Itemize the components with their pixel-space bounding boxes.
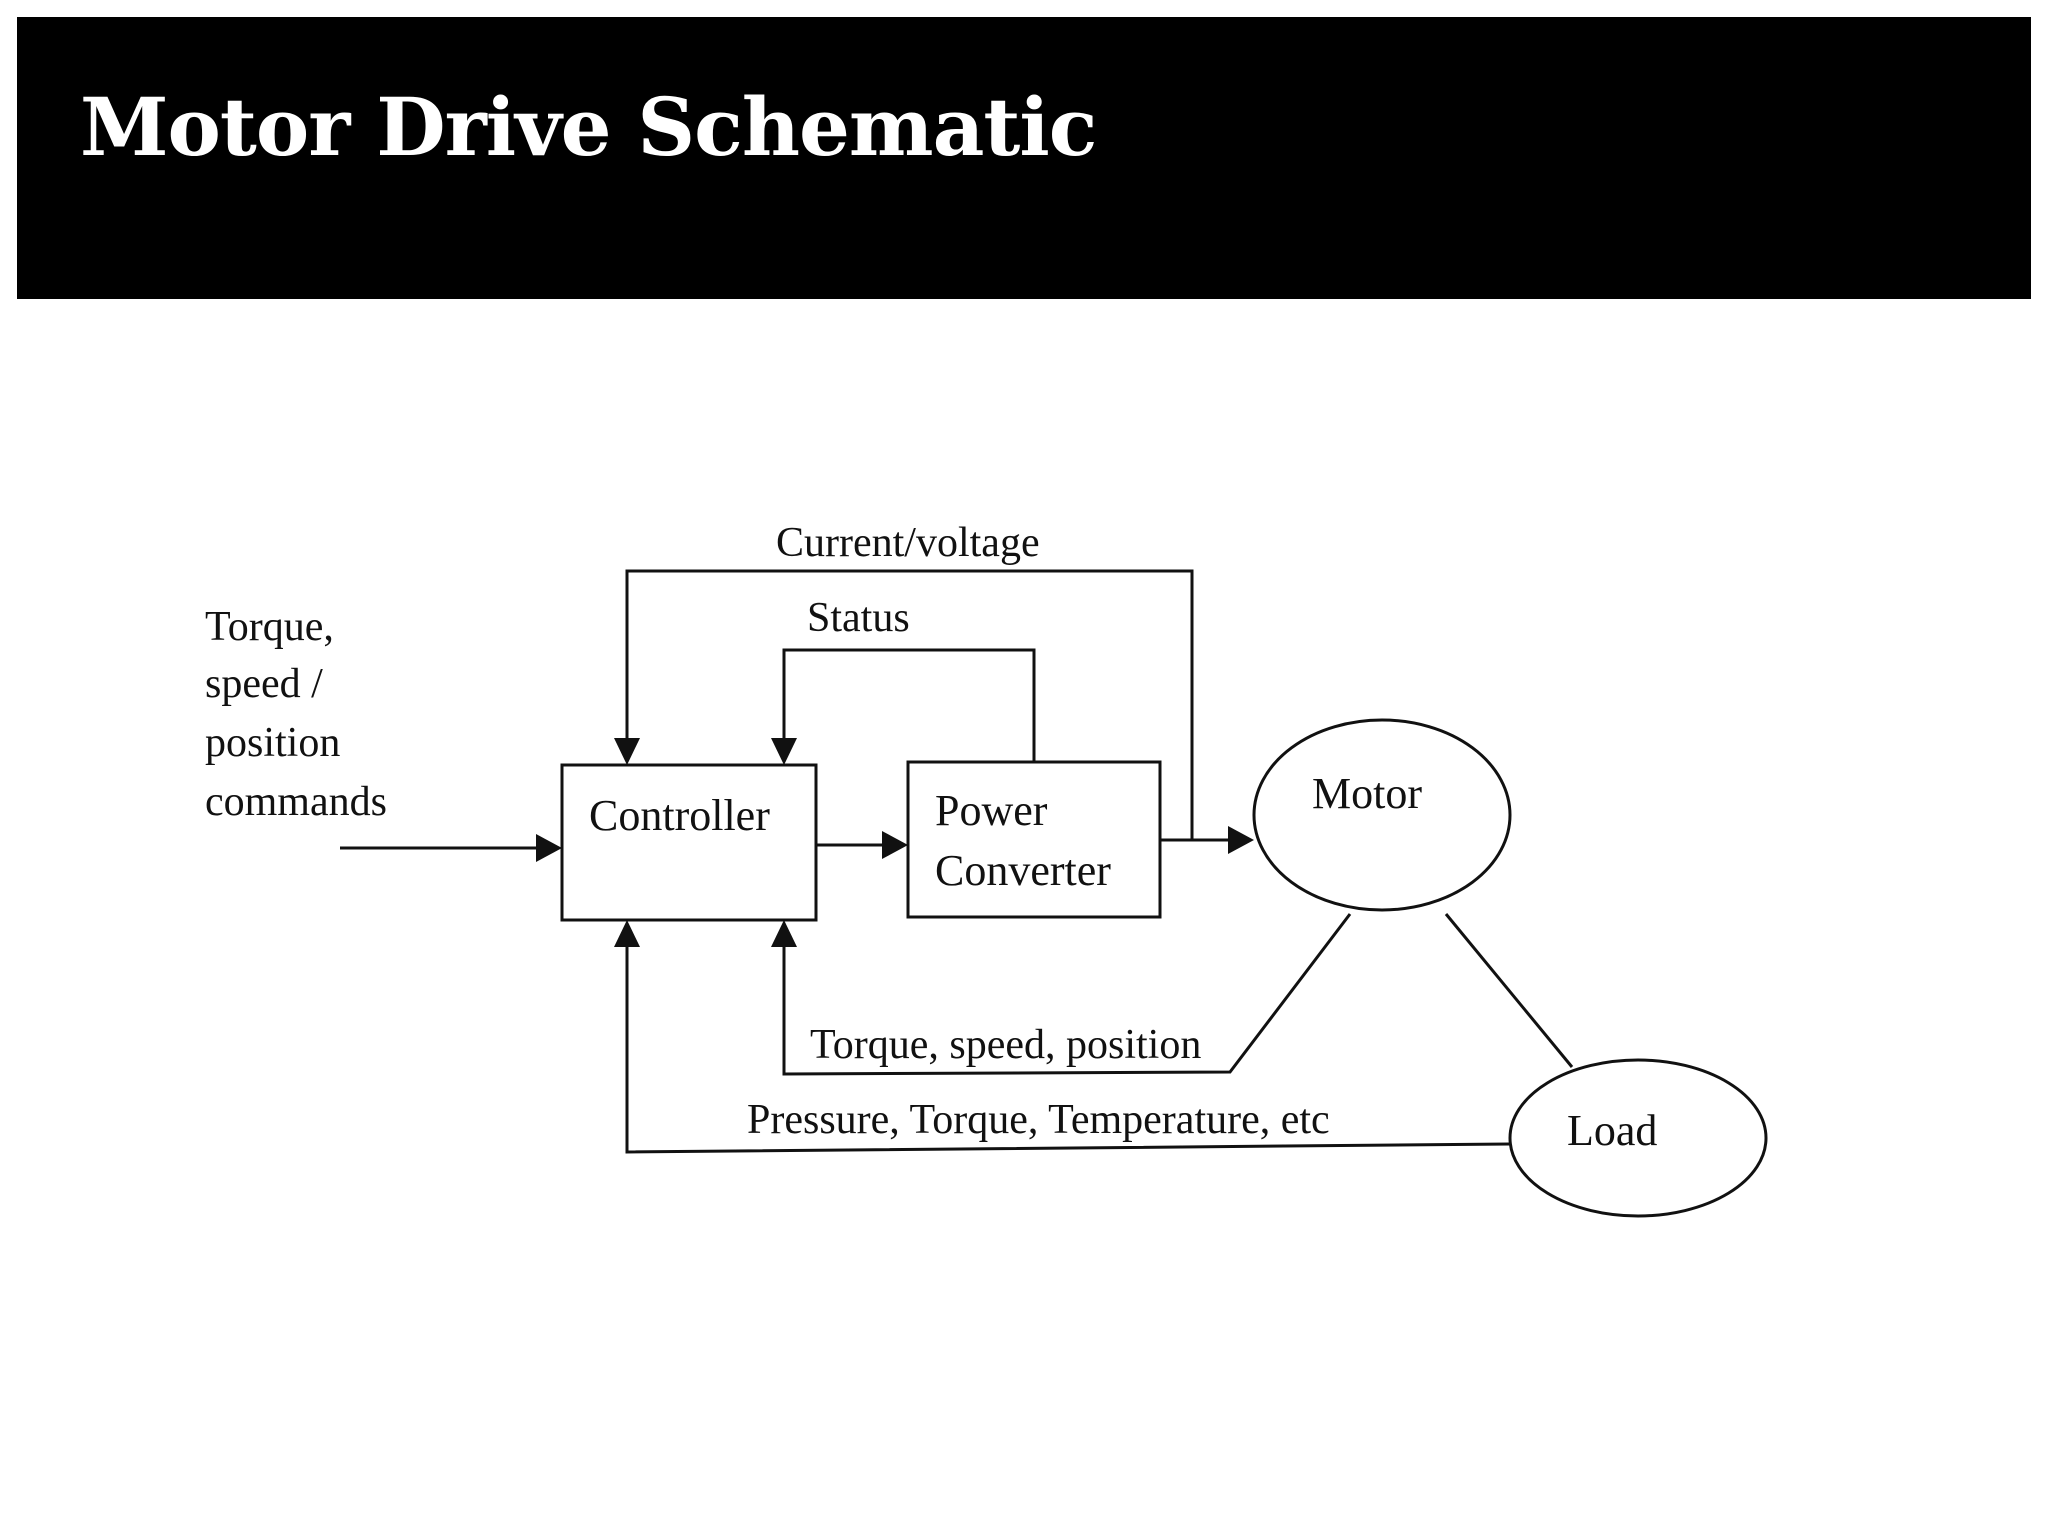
status-feedback-line [782,648,1036,762]
controller-block [560,763,818,922]
current-voltage-feedback-line [625,569,1194,840]
motor-load-link [1444,913,1574,1068]
pressure-torque-temperature-label: Pressure, Torque, Temperature, etc [747,1097,1330,1143]
load-label: Load [1567,1106,1657,1155]
converter-to-motor-arrowhead [1228,826,1254,854]
input-label-line-3: position [205,720,340,766]
motor-block [1252,718,1512,912]
input-label-line-2: speed / [205,661,323,707]
torque-speed-position-label: Torque, speed, position [810,1022,1201,1068]
torque-speed-position-arrowhead [771,920,797,947]
input-arrowhead [536,834,562,862]
pressure-torque-temperature-feedback-line [625,943,1511,1154]
status-arrowhead [771,738,797,765]
title-bar: Motor Drive Schematic [17,17,2031,299]
input-label-line-1: Torque, [205,604,334,650]
current-voltage-label: Current/voltage [776,520,1040,566]
input-label-line-4: commands [205,779,387,825]
torque-speed-position-feedback-line [782,913,1352,1076]
status-label: Status [807,595,910,641]
power-converter-label-line-1: Power [935,786,1048,835]
current-voltage-arrowhead [614,738,640,765]
controller-to-converter-arrowhead [882,831,908,859]
power-converter-label-line-2: Converter [935,846,1111,895]
load-block [1508,1058,1768,1218]
slide-title: Motor Drive Schematic [80,80,1097,174]
motor-label: Motor [1312,769,1422,818]
controller-label: Controller [589,791,770,840]
pressure-torque-temperature-arrowhead [614,920,640,947]
